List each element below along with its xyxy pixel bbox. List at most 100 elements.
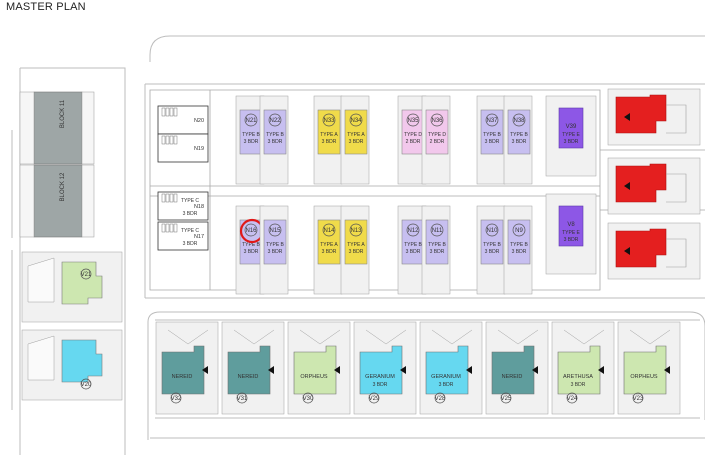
villa-footprint [61, 339, 103, 383]
block-balconies [19, 164, 35, 238]
garden-path [167, 329, 209, 345]
unit-type: TYPE B [483, 132, 501, 138]
unit-type: TYPE B [266, 242, 284, 248]
stair-tread [161, 107, 166, 117]
unit-bedrooms: 3 BDR [268, 249, 283, 255]
unit-footprint [507, 109, 531, 155]
stair-tread [173, 135, 178, 145]
entrance-arrow-icon [664, 366, 670, 374]
unit-number-badge [244, 113, 258, 127]
entrance-arrow-icon [624, 247, 630, 255]
garden-path [563, 329, 605, 345]
villa-bedrooms: 3 BDR [571, 382, 586, 388]
villa-name: GERANIUM [365, 374, 395, 380]
apartment-block[interactable]: BLOCK 11 [19, 91, 95, 165]
villa-footprint [615, 163, 667, 203]
villa-footprint [359, 345, 403, 395]
stair-tread [169, 193, 174, 203]
unit-type: TYPE A [347, 242, 365, 248]
villa-footprint [623, 345, 667, 395]
villa-plot[interactable]: V21 [21, 251, 123, 323]
unit-number-badge [430, 223, 444, 237]
villa-number: V32 [171, 396, 182, 402]
unit-footprint [425, 109, 449, 155]
unit-bedrooms: 3 BDR [268, 139, 283, 145]
stair-tread [173, 107, 178, 117]
villa-plot[interactable]: V20 [21, 329, 123, 401]
apartment-block[interactable]: BLOCK 12 [19, 164, 95, 238]
unit-number-badge [512, 223, 526, 237]
garden-path [629, 329, 671, 345]
unit-footprint [317, 109, 341, 155]
pool [27, 335, 55, 381]
unit-number-badge [349, 113, 363, 127]
unit-type: TYPE B [510, 242, 528, 248]
unit-type: TYPE B [242, 132, 260, 138]
unit-footprint [344, 219, 368, 265]
unit-type: TYPE D [404, 132, 422, 138]
terrace-outline [666, 104, 687, 134]
villa-number-badge [566, 392, 578, 404]
unit-number-badge [406, 223, 420, 237]
stair-tread [161, 223, 166, 233]
villa-plot[interactable] [607, 222, 701, 280]
page-title: MASTER PLAN [6, 1, 86, 13]
unit-footprint [507, 219, 531, 265]
terrace-unit[interactable]: N19 [157, 133, 209, 163]
unit-number: N22 [269, 118, 281, 124]
block-footprint [33, 91, 83, 165]
block-label: BLOCK 11 [60, 99, 66, 128]
garden-path [497, 329, 539, 345]
unit-number-badge [244, 223, 258, 237]
unit-outline [157, 133, 209, 163]
villa-bedrooms: 3 BDR [564, 139, 579, 145]
unit-type: TYPE D [428, 132, 446, 138]
villa-plot[interactable] [607, 157, 701, 215]
villa-number-badge [434, 392, 446, 404]
unit-bedrooms: 3 BDR [244, 139, 259, 145]
unit-type: TYPE B [483, 242, 501, 248]
unit-number: N34 [350, 118, 362, 124]
villa-number: V21 [81, 272, 92, 278]
unit-bedrooms: 2 BDR [430, 139, 445, 145]
villa-footprint [293, 345, 337, 395]
villa-plot[interactable] [607, 88, 701, 146]
unit-number-badge [512, 113, 526, 127]
block-footprint [33, 164, 83, 238]
unit-type: TYPE A [320, 242, 338, 248]
unit-number-badge [406, 113, 420, 127]
unit-footprint [480, 219, 504, 265]
unit-type: TYPE A [347, 132, 365, 138]
terrace-unit[interactable]: N20 [157, 105, 209, 135]
